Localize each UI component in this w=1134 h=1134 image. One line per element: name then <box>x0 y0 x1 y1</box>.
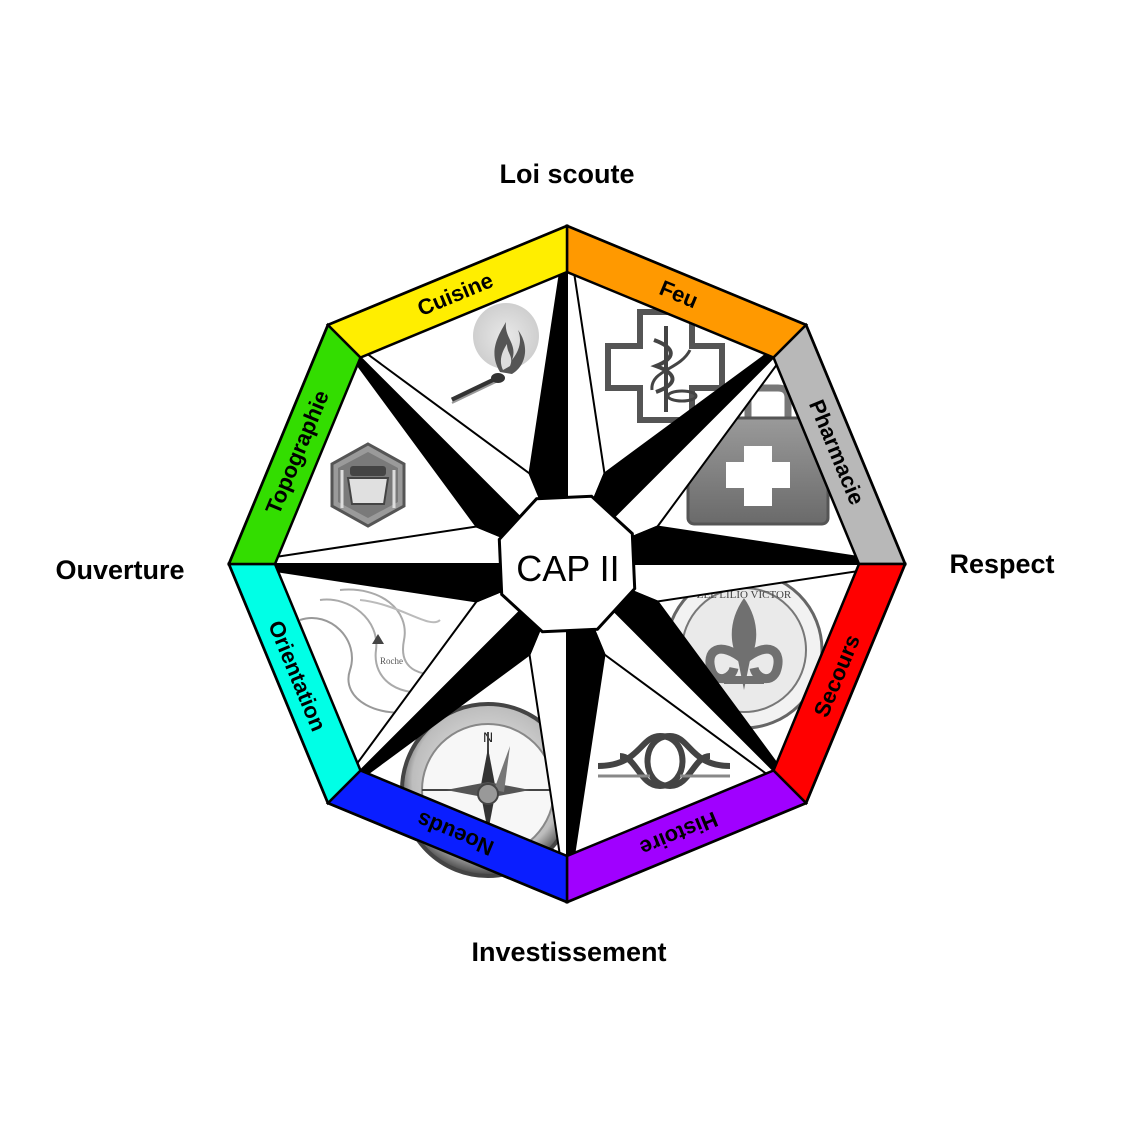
cardinal-label-left: Ouverture <box>55 555 184 585</box>
svg-text:Roche: Roche <box>380 656 403 666</box>
knot-icon <box>597 732 731 790</box>
cardinal-label-right: Respect <box>949 549 1054 579</box>
band-cuisine <box>325 224 569 359</box>
center-hub: CAP II <box>497 494 637 634</box>
cooking-pot-icon <box>330 442 406 528</box>
match-flame-icon <box>450 303 539 404</box>
cardinal-label-top: Loi scoute <box>499 159 634 189</box>
cardinal-label-bottom: Investissement <box>471 937 666 967</box>
center-label: CAP II <box>516 548 619 589</box>
